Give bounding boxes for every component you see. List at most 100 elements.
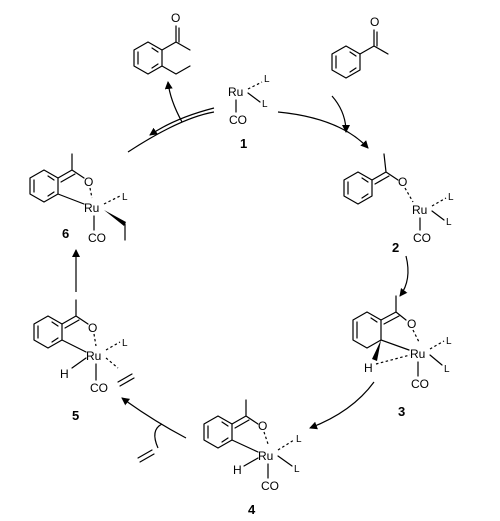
complex-5-l-bond-1 (105, 341, 121, 351)
arrow-1-to-product (149, 107, 215, 136)
compound-number-1: 1 (240, 136, 247, 151)
complex-5: O Ru L H CO 5 (33, 299, 135, 423)
complex-3-hydride-label: H (364, 361, 373, 375)
product-ethylacetophenone: O (133, 11, 191, 75)
product-acetyl (161, 25, 191, 51)
arrow-1-to-2 (277, 111, 369, 149)
complex-2-l-bond-1 (431, 197, 447, 207)
complex-6-co-label: CO (88, 231, 106, 245)
substrate-acetyl (359, 29, 389, 55)
complex-3-co-label: CO (411, 377, 429, 391)
complex-2-co-label: CO (413, 231, 431, 245)
complex-1-ru-label: Ru (228, 85, 243, 99)
complex-6-acetyl (57, 153, 85, 179)
complex-6-ring-inner-bonds (33, 175, 55, 197)
complex-4-oxygen-label: O (258, 419, 267, 433)
complex-2-l-bond-2 (431, 210, 445, 221)
substrate-ring-inner-bonds (335, 51, 357, 73)
complex-5-acetyl (61, 299, 89, 325)
complex-3-acetyl (380, 295, 407, 321)
complex-1: Ru L L CO 1 (228, 74, 270, 151)
complex-3-co-double (383, 315, 400, 325)
complex-2-acetyl (371, 153, 399, 181)
complex-5-ring-inner-bonds (37, 321, 59, 343)
complex-5-co-label: CO (90, 381, 108, 395)
product-ethyl (161, 65, 191, 75)
complex-4-acetyl (231, 399, 259, 425)
compound-number-5: 5 (72, 408, 79, 423)
complex-4: O Ru L L H CO 4 (203, 399, 302, 517)
complex-2: O Ru L L CO 2 (343, 153, 454, 255)
complex-5-c-ru-bond (61, 339, 87, 353)
complex-1-l-bond-1 (247, 81, 263, 90)
complex-6-o-ru-dative (89, 187, 93, 199)
complex-2-ring-inner-bonds (347, 177, 369, 199)
complex-5-o-ru-dative (93, 333, 97, 347)
complex-3-ring-inner-bonds (356, 317, 378, 339)
complex-5-ru-label: Ru (86, 349, 101, 363)
complex-6-ru-label: Ru (84, 201, 99, 215)
product-ring-inner-bonds (137, 47, 159, 69)
complex-3: O H Ru L L CO 3 (352, 295, 452, 419)
complex-4-ligand-2: L (294, 464, 300, 475)
complex-6-co-double (60, 173, 76, 183)
complex-6-l-bond-1 (103, 195, 121, 205)
complex-4-l-bond-1 (277, 439, 295, 451)
complex-3-l-bond-2 (429, 354, 443, 366)
complex-4-ligand-1: L (296, 434, 302, 445)
product-oxygen-label: O (171, 11, 180, 25)
complex-3-o-ru-dative (412, 329, 420, 343)
arrow-substrate-in (331, 95, 350, 133)
complex-2-ru-label: Ru (412, 203, 427, 217)
complex-1-ligand-2: L (262, 99, 268, 110)
complex-5-oxygen-label: O (88, 321, 97, 335)
arrow-2-to-3 (399, 255, 409, 297)
complex-4-co-double (234, 419, 250, 429)
complex-4-co-label: CO (261, 479, 279, 493)
complex-6-ethyl-wedge (104, 210, 126, 226)
cycle-arrows (72, 81, 409, 449)
complex-2-co-double (374, 175, 390, 185)
ethylene-reagent (137, 449, 155, 463)
arrow-ethylene-in (154, 423, 163, 449)
complex-4-hydride-label: H (233, 463, 242, 477)
complex-3-l-bond-1 (429, 340, 445, 350)
complex-2-ligand-1: L (448, 192, 454, 203)
complex-3-ligand-2: L (444, 364, 450, 375)
complex-4-h-bond (243, 457, 259, 467)
substrate-oxygen-label: O (370, 15, 379, 29)
complex-4-o-ru-dative (263, 431, 269, 445)
compound-number-6: 6 (62, 226, 69, 241)
complex-6-ligand-1: L (122, 192, 128, 203)
arrow-product-release (164, 81, 183, 123)
complex-3-oxygen-label: O (407, 317, 416, 331)
complex-3-c-h-wedge (372, 340, 381, 361)
complex-4-ru-label: Ru (258, 449, 273, 463)
ethylene-double-bond (137, 449, 155, 463)
complex-2-oxygen-label: O (398, 175, 407, 189)
complex-3-c-ru-bond (380, 339, 410, 351)
complex-5-co-double (64, 319, 80, 329)
compound-number-2: 2 (392, 240, 399, 255)
complex-3-h-ru-agostic (375, 354, 411, 365)
complex-5-ethylene-coord (105, 357, 119, 369)
arrow-3-to-4 (309, 381, 375, 430)
complex-2-ligand-2: L (446, 217, 452, 228)
arrow-4-to-5 (121, 397, 187, 439)
complex-6: O Ru L CO 6 (29, 153, 128, 245)
complex-5-ethylene (117, 373, 135, 387)
complex-3-ligand-1: L (446, 336, 452, 347)
arrow-6-to-1 (127, 111, 215, 153)
complex-3-ru-label: Ru (410, 347, 425, 361)
compound-number-4: 4 (248, 502, 256, 517)
compound-number-3: 3 (398, 404, 405, 419)
complex-1-ligand-1: L (264, 74, 270, 85)
complex-4-c-ru-bond (231, 439, 259, 453)
complex-1-l-bond-2 (247, 92, 261, 103)
complex-2-o-ru-dative (404, 187, 414, 203)
complex-6-c-ru-bond (57, 193, 85, 205)
complex-5-ligand-1: L (122, 338, 128, 349)
complex-5-h-bond (71, 357, 87, 369)
complex-6-oxygen-label: O (84, 175, 93, 189)
